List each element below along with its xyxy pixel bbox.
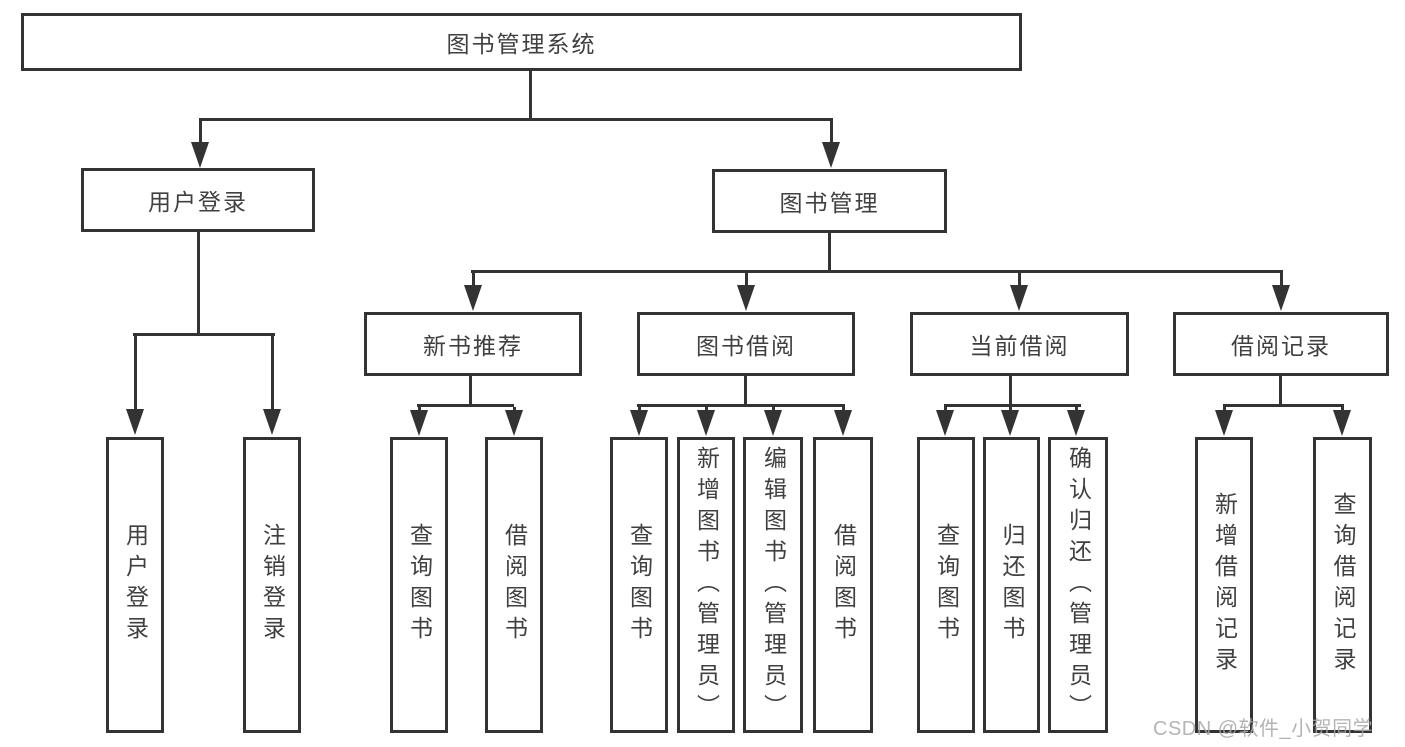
connector-line	[133, 333, 275, 336]
connector-line	[637, 404, 845, 407]
connector-arrow	[1215, 407, 1233, 436]
connector-line	[1009, 376, 1012, 406]
node-borrow-records: 借阅记录	[1173, 312, 1389, 376]
connector-line	[199, 118, 833, 121]
leaf-query-borrow-record: 查询借阅记录	[1313, 437, 1372, 733]
connector-arrow	[1272, 273, 1290, 311]
node-book-management: 图书管理	[712, 169, 947, 233]
connector-arrow	[191, 121, 209, 168]
connector-arrow	[834, 407, 852, 436]
leaf-newbooks-query-books: 查询图书	[390, 437, 448, 733]
connector-arrow	[697, 407, 715, 436]
connector-arrow	[1010, 273, 1028, 311]
leaf-borrow-borrow-books: 借阅图书	[813, 437, 873, 733]
connector-arrow	[1067, 407, 1085, 436]
node-current-borrow: 当前借阅	[910, 312, 1129, 376]
leaf-add-book-admin: 新增图书（管理员）	[677, 437, 735, 733]
connector-line	[1223, 404, 1344, 407]
connector-arrow	[1001, 407, 1019, 436]
connector-line	[417, 404, 514, 407]
connector-arrow	[410, 407, 428, 436]
leaf-add-borrow-record: 新增借阅记录	[1195, 437, 1253, 733]
connector-arrow	[936, 407, 954, 436]
leaf-edit-book-admin: 编辑图书（管理员）	[743, 437, 803, 733]
connector-arrow	[126, 336, 144, 435]
leaf-borrow-query-books: 查询图书	[610, 437, 668, 733]
connector-arrow	[1333, 407, 1351, 436]
leaf-logout: 注销登录	[243, 437, 301, 733]
connector-line	[944, 404, 1081, 407]
connector-arrow	[822, 121, 840, 168]
connector-line	[744, 376, 747, 406]
connector-line	[529, 71, 532, 119]
connector-arrow	[630, 407, 648, 436]
leaf-confirm-return-admin: 确认归还（管理员）	[1048, 437, 1108, 733]
connector-arrow	[737, 273, 755, 311]
leaf-user-login: 用户登录	[106, 437, 164, 733]
connector-arrow	[263, 336, 281, 435]
connector-line	[471, 270, 1283, 273]
node-new-book-recommend: 新书推荐	[364, 312, 582, 376]
csdn-watermark: CSDN @软件_小贺同学	[1153, 718, 1374, 740]
leaf-newbooks-borrow-books: 借阅图书	[485, 437, 543, 733]
node-user-login: 用户登录	[81, 168, 315, 232]
connector-arrow	[464, 273, 482, 311]
connector-line	[197, 232, 200, 335]
node-root: 图书管理系统	[21, 13, 1022, 71]
leaf-return-books: 归还图书	[983, 437, 1040, 733]
connector-line	[469, 376, 472, 406]
node-book-borrow: 图书借阅	[637, 312, 855, 376]
leaf-current-query-books: 查询图书	[917, 437, 975, 733]
connector-arrow	[764, 407, 782, 436]
connector-arrow	[505, 407, 523, 436]
connector-line	[1279, 376, 1282, 406]
connector-line	[828, 233, 831, 272]
